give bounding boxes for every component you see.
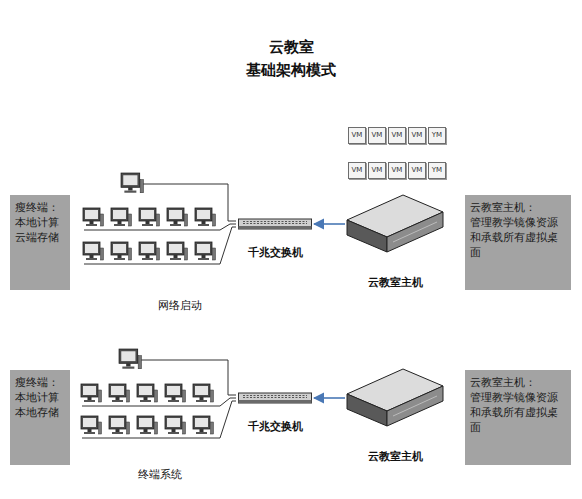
virtual-machine: VM [348, 162, 366, 179]
computer-icon [193, 416, 214, 434]
vm-label: VM [352, 167, 363, 174]
computer-icon [109, 416, 130, 434]
note-text: 瘦终端： 本地计算 云端存储 [15, 201, 65, 246]
computer-icon [119, 349, 141, 369]
vm-label: VM [352, 132, 363, 139]
computer-icon [111, 242, 132, 260]
note-text: 云教室主机： 管理教学镜像资源 和承载所有虚拟桌 面 [470, 201, 566, 260]
computer-icon [111, 208, 132, 226]
virtual-machine: YM [428, 162, 446, 179]
virtual-machine: VM [408, 127, 426, 144]
switch-shape [239, 393, 312, 403]
server-host: 云教室主机 [345, 364, 445, 464]
computer-icon [81, 416, 102, 434]
diagram-title: 云教室 基础架构模式 [231, 36, 351, 83]
connector-arrow [314, 223, 345, 225]
device-label: 云教室主机 [345, 449, 445, 464]
section-label: 网络启动 [158, 298, 202, 313]
section-label: 终端系统 [138, 467, 182, 482]
note-box: 瘦终端： 本地计算 云端存储 [10, 195, 70, 290]
network-wire [84, 227, 236, 264]
vm-label: VM [392, 167, 403, 174]
server-shape [347, 195, 443, 252]
virtual-machine: VM [348, 127, 366, 144]
computer-icon [139, 208, 160, 226]
device-label: 千兆交换机 [236, 419, 314, 434]
computer-icon [137, 384, 158, 402]
network-wires [82, 184, 236, 438]
virtual-machine: VM [408, 162, 426, 179]
computer-icon [83, 242, 104, 260]
device-label: 云教室主机 [345, 275, 445, 290]
note-box: 云教室主机： 管理教学镜像资源 和承载所有虚拟桌 面 [465, 370, 571, 465]
switch-shape [239, 219, 312, 229]
virtual-machine: VM [368, 162, 386, 179]
virtual-machine: VM [368, 127, 386, 144]
switch-shape [238, 217, 312, 231]
server-shape [345, 190, 445, 256]
server-shape [345, 364, 445, 430]
switch-shape [238, 391, 312, 405]
network-switch: 千兆交换机 [236, 212, 314, 260]
note-box: 瘦终端： 本地计算 本地存储 [10, 370, 70, 465]
vm-label: VM [372, 167, 383, 174]
computer-icon [109, 384, 130, 402]
vm-label: VM [412, 167, 423, 174]
computer-group [83, 173, 216, 260]
computer-icon [139, 242, 160, 260]
note-text: 云教室主机： 管理教学镜像资源 和承载所有虚拟桌 面 [470, 376, 566, 435]
vm-label: VM [372, 132, 383, 139]
computer-icon [165, 384, 186, 402]
computer-icon [193, 384, 214, 402]
vm-label: YM [432, 132, 442, 139]
note-text: 瘦终端： 本地计算 本地存储 [15, 376, 65, 421]
computer-icon [167, 242, 188, 260]
computer-icon [121, 173, 143, 193]
computer-icon [137, 416, 158, 434]
network-switch: 千兆交换机 [236, 386, 314, 434]
vm-label: YM [432, 167, 442, 174]
server-shape [347, 369, 443, 426]
computer-icon [167, 208, 188, 226]
computer-group [81, 349, 214, 434]
computer-icon [195, 208, 216, 226]
virtual-machine: VM [388, 162, 406, 179]
network-wire [82, 401, 236, 438]
note-box: 云教室主机： 管理教学镜像资源 和承载所有虚拟桌 面 [465, 195, 571, 290]
virtual-machine: VM [388, 127, 406, 144]
vm-label: VM [412, 132, 423, 139]
device-label: 千兆交换机 [236, 245, 314, 260]
vm-label: VM [392, 132, 403, 139]
computer-icon [195, 242, 216, 260]
computer-icon [81, 384, 102, 402]
connector-arrow [314, 397, 345, 399]
server-host: 云教室主机 [345, 190, 445, 290]
virtual-machine: YM [428, 127, 446, 144]
computer-icon [165, 416, 186, 434]
computer-icon [83, 208, 104, 226]
